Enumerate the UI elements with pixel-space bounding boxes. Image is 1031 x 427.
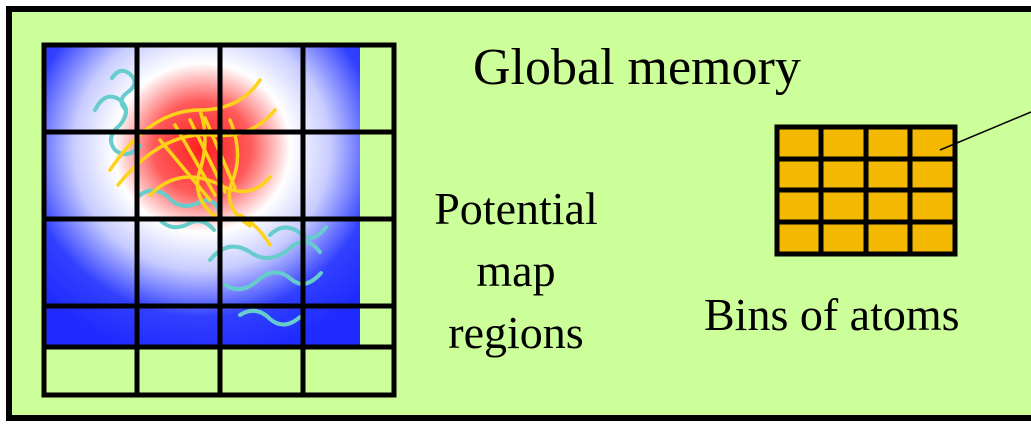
- bins-of-atoms-grid: [774, 124, 958, 257]
- bins-of-atoms-label: Bins of atoms: [704, 289, 960, 340]
- region-label-line: regions: [448, 307, 584, 358]
- potential-map-regions-label: Potential map regions: [400, 178, 632, 364]
- region-label-line: map: [476, 245, 556, 296]
- potential-map-image: [44, 45, 360, 347]
- region-label-line: Potential: [434, 183, 598, 234]
- pointer-line: [939, 111, 1031, 151]
- potential-map-region-grid: [41, 42, 397, 398]
- global-memory-title: Global memory: [473, 39, 801, 96]
